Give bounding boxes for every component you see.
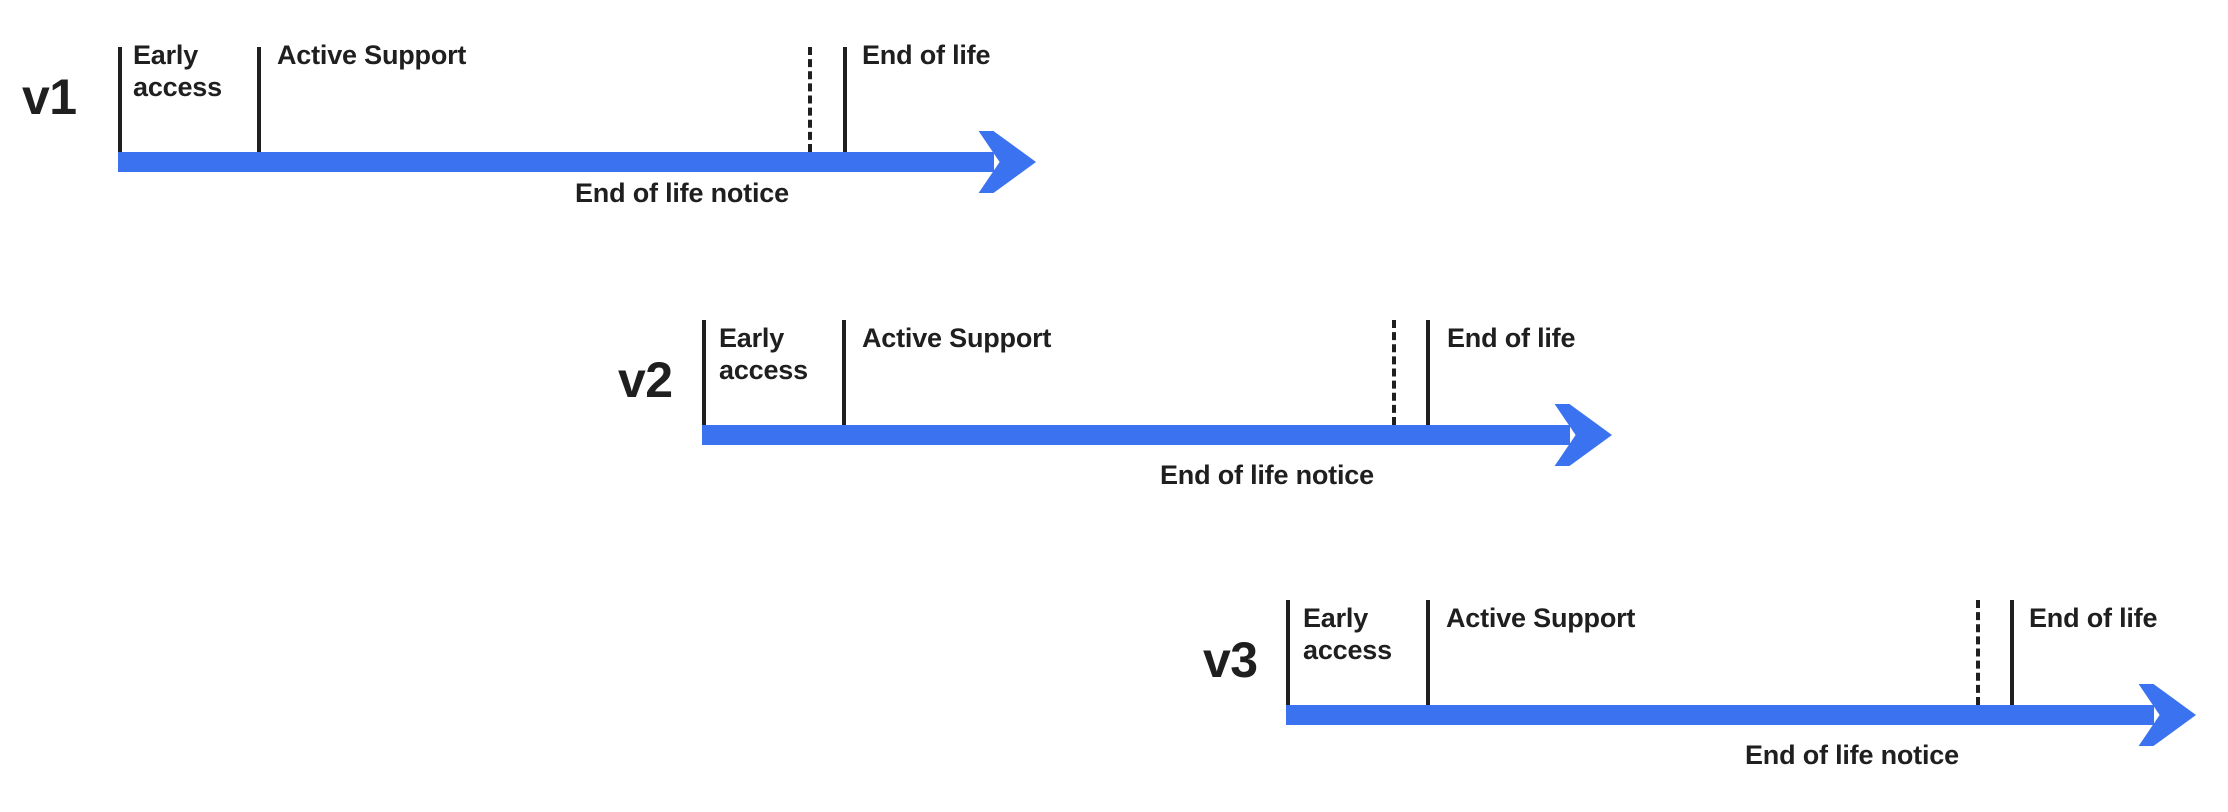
timeline-arrow-v1 — [118, 131, 1036, 193]
phase-label-active-support: Active Support — [862, 323, 1052, 353]
timeline-bar — [1286, 705, 2154, 725]
timeline-arrow-v3 — [1286, 684, 2196, 746]
phase-divider-end-of-life-start — [843, 47, 847, 152]
phase-divider-early-access-start — [1286, 600, 1290, 705]
timeline-bar — [702, 425, 1570, 445]
phase-divider-active-support-start — [257, 47, 261, 152]
phase-label-active-support: Active Support — [277, 40, 467, 70]
phase-divider-active-support-start — [842, 320, 846, 425]
phase-label-end-of-life: End of life — [862, 40, 991, 70]
timeline-bar — [118, 152, 994, 172]
arrowhead-icon — [1554, 404, 1612, 466]
phase-divider-active-support-start — [1426, 600, 1430, 705]
phase-divider-early-access-start — [702, 320, 706, 425]
phase-label-early-access: Early access — [719, 323, 808, 385]
phase-label-early-access: Early access — [1303, 603, 1392, 665]
end-of-life-notice-marker — [1976, 600, 1980, 705]
phase-label-end-of-life: End of life — [2029, 603, 2158, 633]
timeline-arrow-v2 — [702, 404, 1612, 466]
version-label-v2: v2 — [618, 352, 673, 408]
arrowhead-icon — [978, 131, 1036, 193]
end-of-life-notice-marker — [1392, 320, 1396, 425]
version-label-v1: v1 — [22, 69, 77, 125]
version-label-v3: v3 — [1203, 632, 1258, 688]
phase-divider-end-of-life-start — [2010, 600, 2014, 705]
phase-divider-early-access-start — [118, 47, 122, 152]
end-of-life-notice-label: End of life notice — [575, 178, 789, 208]
phase-label-end-of-life: End of life — [1447, 323, 1576, 353]
arrowhead-icon — [2138, 684, 2196, 746]
phase-label-early-access: Early access — [133, 40, 222, 102]
phase-label-active-support: Active Support — [1446, 603, 1636, 633]
end-of-life-notice-label: End of life notice — [1745, 740, 1959, 770]
phase-divider-end-of-life-start — [1426, 320, 1430, 425]
end-of-life-notice-label: End of life notice — [1160, 460, 1374, 490]
end-of-life-notice-marker — [808, 47, 812, 152]
